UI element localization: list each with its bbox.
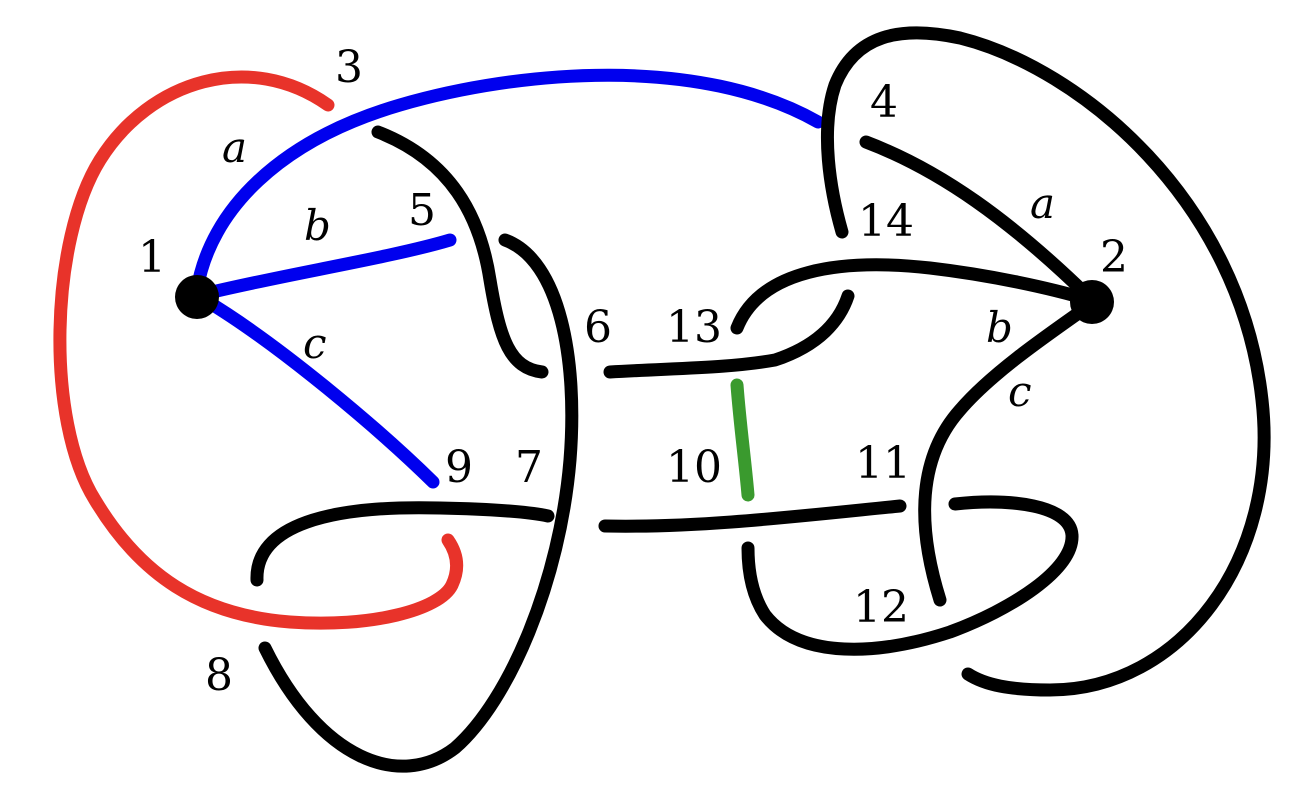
blue-edge-a bbox=[190, 68, 825, 297]
black-strand-8-7 bbox=[250, 501, 555, 587]
black-strand-7-11 bbox=[598, 499, 907, 533]
edge-label-c-left: c bbox=[303, 319, 327, 368]
crossing-label-8: 8 bbox=[205, 650, 233, 701]
edge-label-c-right: c bbox=[1008, 367, 1032, 416]
red-arc bbox=[53, 70, 464, 630]
crossing-label-10: 10 bbox=[666, 442, 722, 493]
crossing-label-13: 13 bbox=[666, 302, 722, 353]
green-segment bbox=[730, 378, 755, 502]
black-edge-a-right bbox=[859, 135, 1097, 305]
crossing-label-7: 7 bbox=[515, 442, 543, 493]
vertex-1-dot bbox=[175, 275, 219, 319]
vertex-label-1: 1 bbox=[138, 232, 166, 283]
crossing-label-11: 11 bbox=[855, 438, 911, 489]
black-strand-11-12 bbox=[741, 495, 1079, 656]
edge-label-b-left: b bbox=[304, 201, 331, 250]
edge-label-a-right: a bbox=[1030, 179, 1055, 228]
black-edge-b-right bbox=[730, 258, 1097, 335]
vertex-label-2: 2 bbox=[1100, 232, 1128, 283]
edge-label-a-left: a bbox=[222, 123, 247, 172]
crossing-label-12: 12 bbox=[853, 582, 909, 633]
black-strand-6-14 bbox=[603, 289, 855, 379]
black-strand-5-8 bbox=[258, 233, 579, 773]
edge-label-b-right: b bbox=[986, 303, 1013, 352]
black-edge-c-right bbox=[918, 298, 1097, 607]
crossing-label-9: 9 bbox=[445, 442, 473, 493]
crossing-label-3: 3 bbox=[335, 42, 363, 93]
black-strand-3-6 bbox=[371, 125, 549, 379]
crossing-label-4: 4 bbox=[870, 77, 898, 128]
crossing-label-6: 6 bbox=[584, 302, 612, 353]
blue-edge-b bbox=[193, 233, 457, 302]
crossing-label-14: 14 bbox=[858, 196, 914, 247]
vertex-2-dot bbox=[1070, 280, 1114, 324]
crossing-label-5: 5 bbox=[408, 185, 436, 236]
black-strand-4-14 bbox=[820, 26, 1271, 697]
blue-edge-c bbox=[198, 293, 440, 489]
